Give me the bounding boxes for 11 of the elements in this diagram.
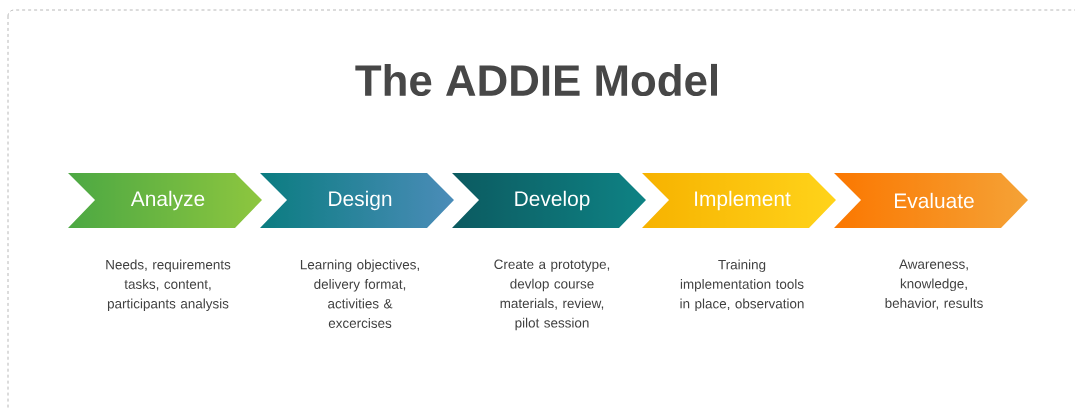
chevron: Evaluate: [895, 192, 974, 209]
chevron: Implement: [695, 190, 791, 211]
description: Training implementation tools in place, observation: [680, 259, 804, 312]
description: Learning objectives, delivery format, activities & excercises: [300, 259, 419, 328]
description: Create a prototype, devlop course materials, review, pilot session: [494, 259, 610, 331]
description: Awareness, knowledge, behavior, results: [885, 259, 983, 310]
chevron: Develop: [515, 190, 590, 211]
chevron: Analyze: [130, 190, 205, 211]
chevron: Design: [329, 190, 392, 211]
title: The ADDIE Model: [355, 63, 717, 97]
description: Needs, requirements tasks, content, participants analysis: [106, 259, 231, 312]
